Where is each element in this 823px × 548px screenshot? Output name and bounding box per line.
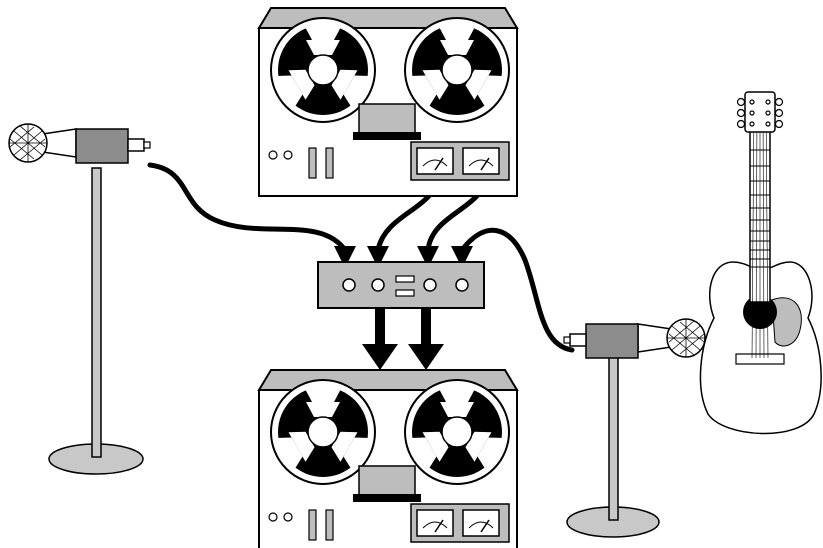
acoustic-guitar [699,91,822,435]
guitar-tuning-pegs [736,97,784,129]
microphone-right [563,318,706,538]
mixer-switch-2 [395,289,415,297]
mixer [317,261,485,309]
stand-pole-right [608,349,619,521]
tape-deck-bottom [259,370,517,548]
microphone-left-head [8,123,151,164]
arrowhead-input-2 [367,246,389,268]
cable-mic-right-to-mixer [459,227,575,353]
output-arrow-right [408,344,444,370]
guitar-headstock [744,91,776,133]
mixer-input-1 [342,278,356,292]
output-arrow-left [362,344,398,370]
mixer-input-4 [455,278,469,292]
mixer-input-3 [423,278,437,292]
cable-mic-left-to-mixer [147,162,348,253]
cable-arrowheads [334,246,473,268]
microphone-left [8,123,151,475]
mixer-switch-1 [395,275,415,283]
microphone-right-head [563,318,706,359]
output-arrows [362,308,444,370]
tape-deck-top [259,8,517,196]
arrowhead-input-3 [417,246,439,268]
guitar-pickguard [771,297,802,347]
arrowhead-input-1 [334,246,356,268]
mixer-input-2 [371,278,385,292]
stand-pole-left [91,167,102,458]
arrowhead-input-4 [451,246,473,268]
